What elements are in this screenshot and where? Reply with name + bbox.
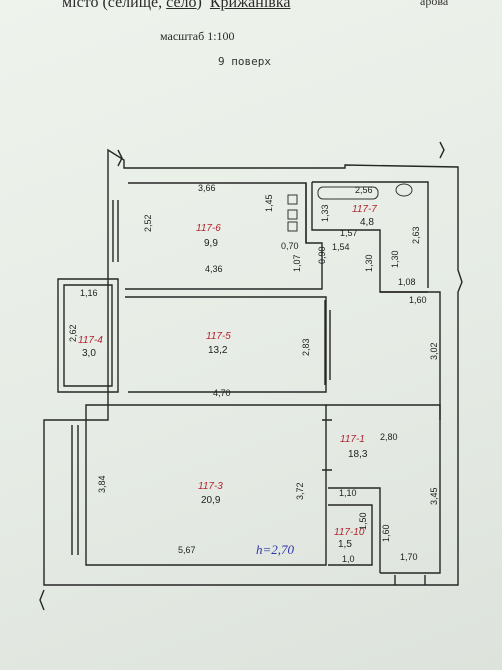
ventilation-shaft-icon-2 (287, 209, 298, 220)
dim-372: 3,72 (295, 482, 305, 500)
ventilation-shaft-icon-3 (287, 221, 298, 232)
room-number-1: 117-1 (340, 434, 365, 445)
room-area-3: 20,9 (201, 495, 221, 506)
settlement-line: місто (селище, село) Крижанівка (62, 0, 290, 12)
dim-170: 1,70 (400, 552, 418, 562)
dim-157: 1,57 (340, 228, 358, 238)
dim-133: 1,33 (320, 204, 330, 222)
dim-256: 2,56 (355, 185, 373, 195)
settlement-name: Крижанівка (209, 0, 291, 11)
dim-262: 2,62 (68, 324, 78, 342)
dim-110: 1,10 (339, 488, 357, 498)
ventilation-shaft-icon (287, 194, 298, 205)
room-number-10: 117-10 (334, 527, 365, 538)
sanitary-fixtures (287, 183, 413, 232)
dim-070: 0,70 (281, 241, 299, 251)
room-number-3: 117-3 (198, 481, 223, 492)
dim-436: 4,36 (205, 264, 223, 274)
dim-384: 3,84 (97, 475, 107, 493)
dim-090: 0,90 (317, 246, 327, 264)
settlement-type: село (166, 0, 197, 11)
dim-160b: 1,60 (381, 524, 391, 542)
dim-107: 1,07 (292, 254, 302, 272)
room-number-5: 117-5 (206, 331, 231, 342)
dim-567: 5,67 (178, 545, 196, 555)
dim-145: 1,45 (264, 194, 274, 212)
scale-label: масштаб 1:100 (160, 29, 235, 43)
dim-345: 3,45 (429, 487, 439, 505)
room-number-6: 117-6 (196, 223, 221, 234)
dim-470: 4,70 (213, 388, 231, 398)
dim-252: 2,52 (143, 214, 153, 232)
dim-130b: 1,30 (390, 250, 400, 268)
dim-280: 2,80 (380, 432, 398, 442)
dim-366: 3,66 (198, 183, 216, 193)
settlement-prefix: місто (селище, (62, 0, 167, 11)
dim-160a: 1,60 (409, 295, 427, 305)
dim-130a: 1,30 (364, 254, 374, 272)
dim-108: 1,08 (398, 277, 416, 287)
dim-302: 3,02 (429, 342, 439, 360)
room-number-4: 117-4 (78, 335, 103, 346)
room-area-7: 4,8 (360, 217, 374, 228)
room-area-5: 13,2 (208, 345, 228, 356)
room-area-4: 3,0 (82, 348, 96, 359)
header-corner-text: арова (420, 0, 449, 8)
room-area-6: 9,9 (204, 238, 218, 249)
dim-100: 1,0 (342, 554, 355, 564)
dim-154: 1,54 (332, 242, 350, 252)
settlement-suffix: ) (196, 0, 202, 11)
bathtub-icon (317, 186, 379, 200)
dim-150: 1,50 (358, 512, 368, 530)
toilet-icon (395, 183, 413, 197)
floor-label: 9 поверх (218, 55, 271, 68)
dim-116: 1,16 (80, 288, 98, 298)
dim-263: 2,63 (411, 226, 421, 244)
room-area-1: 18,3 (348, 449, 368, 460)
dim-283: 2,83 (301, 338, 311, 356)
room-number-7: 117-7 (352, 204, 377, 215)
walls (39, 141, 463, 611)
ceiling-height-note: h=2,70 (256, 542, 295, 557)
room-area-10: 1,5 (338, 539, 352, 550)
